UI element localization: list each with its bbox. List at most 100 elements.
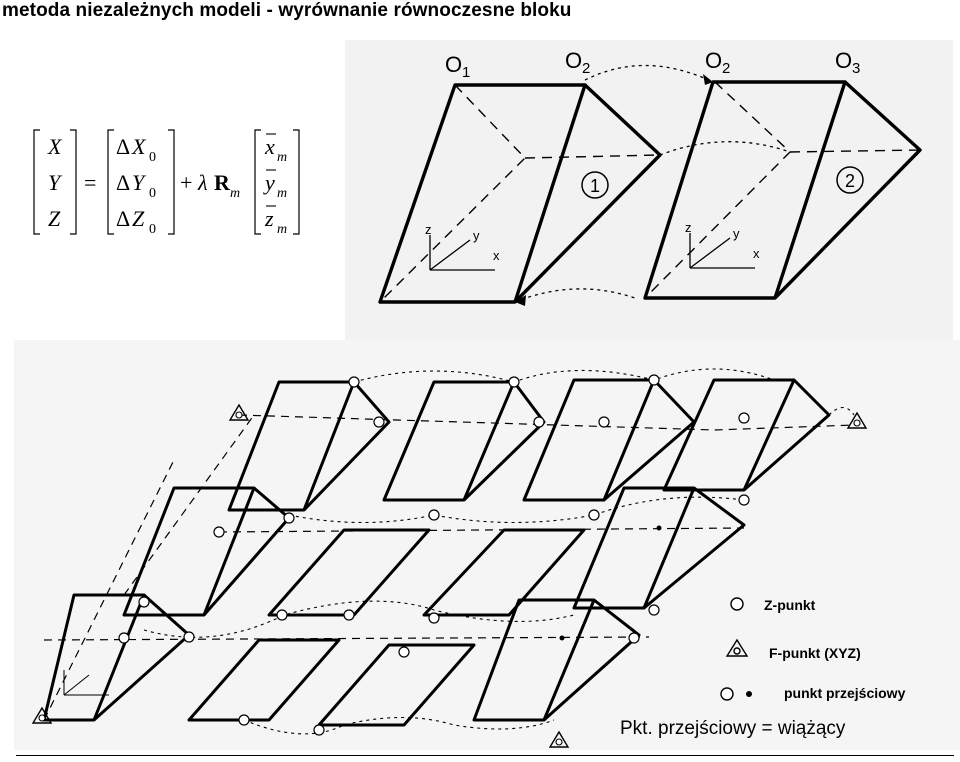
- model-sub-y: m: [277, 186, 287, 201]
- model-r3-3: [317, 643, 476, 727]
- f-point-3-center: [38, 714, 46, 722]
- label-o2-a-sub: 2: [582, 60, 590, 77]
- z-point: [238, 714, 250, 726]
- axis1-y-label: y: [473, 228, 480, 243]
- model1-wedge: [513, 83, 662, 304]
- z-point: [428, 509, 440, 521]
- bracket-left-3: [254, 129, 261, 235]
- arrow-bottom: [515, 295, 526, 306]
- label-o2-a: O: [565, 48, 582, 73]
- z-point: [343, 609, 355, 621]
- link-middle: [659, 141, 791, 156]
- f-point-1-center: [235, 411, 243, 419]
- axis1-z-label: z: [425, 222, 432, 237]
- bottom-rule: [16, 755, 954, 756]
- arrow-top: [703, 74, 713, 85]
- legend-f-symbol-center: [733, 647, 741, 655]
- page-title: metoda niezależnych modeli - wyrównanie …: [2, 0, 572, 21]
- row2-hidden-line: [218, 527, 745, 533]
- z-point: [183, 631, 195, 643]
- z-point: [648, 374, 660, 386]
- tie-point: [559, 635, 565, 641]
- z-point: [648, 604, 660, 616]
- label-o2-b-sub: 2: [722, 60, 730, 77]
- model1-number: 1: [590, 176, 600, 196]
- z-point: [398, 646, 410, 658]
- model-z: z: [264, 206, 274, 231]
- legend-f-symbol: [725, 638, 749, 657]
- z-point: [373, 416, 385, 428]
- model-r3-4-wedge: [542, 598, 641, 722]
- model-r1-4-wedge: [743, 378, 831, 492]
- axis2-z-label: z: [685, 220, 692, 235]
- axis2-y: [689, 237, 731, 269]
- bracket-right-3: [293, 129, 300, 235]
- model2-wedge: [773, 80, 922, 300]
- diag-hidden-2: [123, 414, 255, 596]
- z-point: [588, 509, 600, 521]
- z-point: [118, 632, 130, 644]
- model2-hidden-mid: [789, 149, 921, 153]
- lhs-x: X: [47, 134, 63, 159]
- label-o3-sub: 3: [852, 60, 860, 77]
- legend-tie-circle-symbol: [720, 687, 734, 701]
- block-of-models-figure: [14, 340, 960, 750]
- row2-ties: [288, 496, 745, 524]
- legend-z-symbol: [730, 597, 744, 611]
- model1-number-circle: [581, 171, 609, 199]
- row3-hidden-line: [43, 636, 650, 641]
- rotation-matrix: R: [214, 170, 231, 195]
- axis1-x-label: x: [493, 248, 500, 263]
- plus-sign: +: [180, 170, 192, 195]
- axis1-y: [429, 239, 471, 271]
- z-point: [598, 416, 610, 428]
- bracket-right-2: [168, 129, 175, 235]
- delta-2: Δ: [116, 170, 130, 195]
- z-point: [313, 724, 325, 736]
- label-o2-b: O: [705, 48, 722, 73]
- bracket-left-2: [107, 129, 114, 235]
- z-point: [738, 494, 750, 506]
- model-x: x: [264, 134, 275, 159]
- z-point: [428, 612, 440, 624]
- z-point: [213, 526, 225, 538]
- z-point: [138, 596, 150, 608]
- model2-number-circle: [836, 166, 864, 194]
- shift-sub-z: 0: [149, 222, 156, 237]
- equals-sign: =: [84, 170, 96, 195]
- model-sub-x: m: [277, 150, 287, 165]
- model-y: y: [263, 170, 275, 195]
- legend-f-point-label: F-punkt (XYZ): [769, 645, 861, 661]
- row1-hidden-line: [238, 414, 855, 431]
- model-r3-2: [187, 638, 341, 722]
- f-point-3: [31, 706, 53, 724]
- link-top: [584, 64, 714, 83]
- lhs-y: Y: [48, 170, 63, 195]
- delta-1: Δ: [116, 134, 130, 159]
- legend-z-point-label: Z-punkt: [764, 597, 816, 613]
- z-point: [283, 512, 295, 524]
- model1-hidden-mid: [524, 154, 661, 159]
- delta-3: Δ: [116, 206, 130, 231]
- figure-caption: Pkt. przejściowy = wiążący: [620, 718, 846, 739]
- link-bottom: [514, 288, 636, 303]
- label-o3: O: [835, 48, 852, 73]
- shift-z: Z: [132, 206, 145, 231]
- model-sub-z: m: [277, 222, 287, 237]
- diag-hidden-left: [43, 459, 175, 721]
- z-point: [738, 412, 750, 424]
- f-point-2-center: [853, 419, 861, 427]
- figure-background: [345, 40, 953, 340]
- tie-point: [656, 525, 662, 531]
- f-point-4-center: [555, 738, 563, 746]
- lambda-symbol: λ: [197, 170, 208, 195]
- shift-sub-y: 0: [149, 186, 156, 201]
- z-point: [508, 376, 520, 388]
- lhs-z: Z: [48, 206, 61, 231]
- model-r2-4-wedge: [643, 486, 746, 610]
- label-o1: O: [445, 52, 462, 77]
- legend-tie-point-label: punkt przejściowy: [784, 685, 906, 701]
- label-o1-sub: 1: [462, 64, 470, 81]
- model2-number: 2: [845, 171, 855, 191]
- shift-x: X: [131, 134, 147, 159]
